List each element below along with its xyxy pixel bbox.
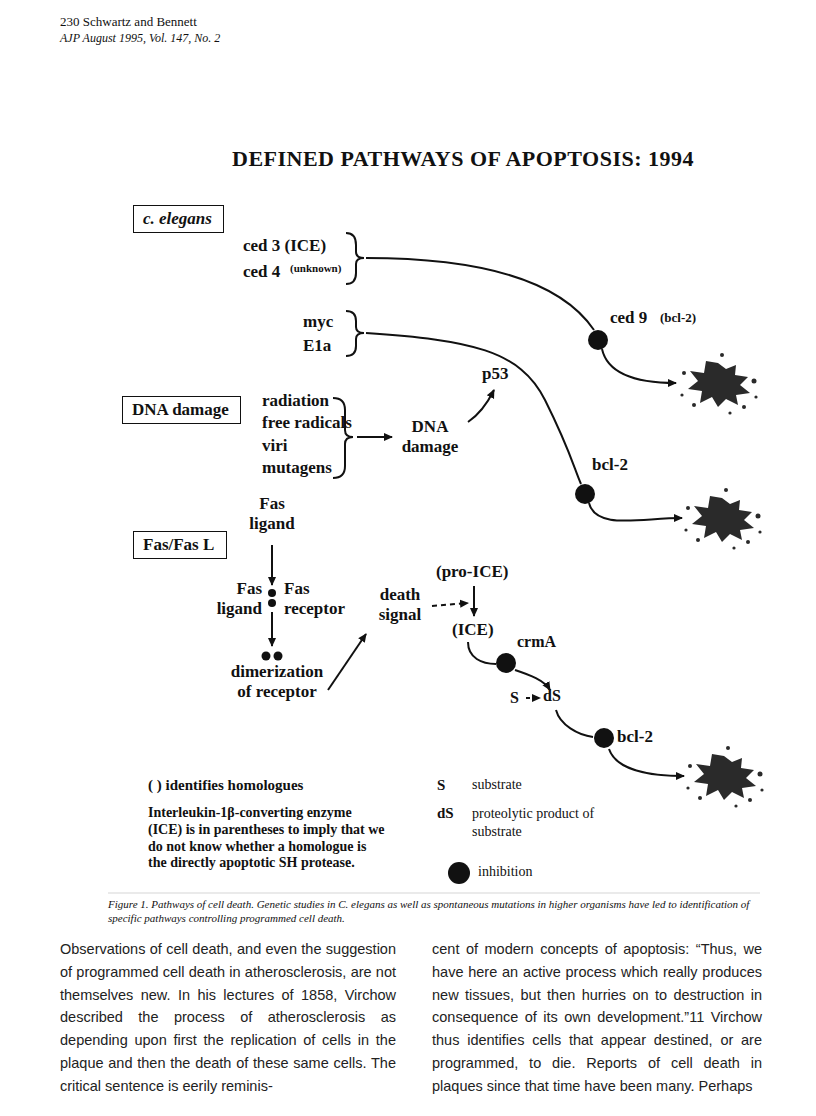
cause-label: viri	[262, 436, 288, 456]
legend-note: Interleukin-1β-converting enzyme (ICE) i…	[148, 805, 388, 872]
legend-key: dS	[437, 804, 454, 822]
inhibition-dot	[448, 862, 470, 884]
gene-label: ced 3 (ICE)	[243, 236, 326, 256]
gene-label: E1a	[303, 336, 331, 356]
legend-text: proteolytic product of substrate	[472, 805, 622, 840]
header-box: DNA damage	[122, 396, 241, 424]
gene-label: bcl-2	[592, 455, 628, 475]
body-text: cent of modern concepts of apoptosis: “T…	[432, 938, 762, 1097]
legend-text: substrate	[472, 776, 522, 794]
legend-note: ( ) identifies homologues	[148, 776, 303, 794]
cause-label: free radicals	[262, 413, 352, 433]
ligand-label: Fas ligand	[237, 494, 307, 533]
gene-label: ced 9	[610, 308, 647, 328]
product-label: dS	[543, 686, 561, 705]
event-label: death signal	[368, 585, 432, 624]
cause-label: mutagens	[262, 458, 332, 478]
body-text: Observations of cell death, and even the…	[60, 938, 396, 1097]
box-text: c. elegans	[143, 209, 212, 228]
substrate-label: S	[510, 688, 519, 707]
event-label: dimerization of receptor	[222, 662, 332, 701]
cause-label: radiation	[262, 391, 329, 411]
page-header: 230 Schwartz and Bennett	[60, 14, 197, 30]
homologue-note: (bcl-2)	[660, 310, 696, 326]
box-text: DNA damage	[132, 400, 229, 419]
journal-line: AJP August 1995, Vol. 147, No. 2	[60, 31, 220, 45]
event-label: DNA damage	[396, 417, 464, 456]
figure-title: DEFINED PATHWAYS OF APOPTOSIS: 1994	[232, 146, 694, 171]
receptor-label: Fas receptor	[284, 579, 356, 618]
legend-key: S	[437, 776, 445, 794]
header-box: Fas/Fas L	[133, 531, 227, 559]
enzyme-label: (pro-ICE)	[436, 562, 508, 582]
gene-label: ced 4	[243, 262, 280, 282]
legend-text: inhibition	[478, 864, 532, 880]
enzyme-label: (ICE)	[452, 620, 494, 640]
header-box: c. elegans	[133, 205, 224, 233]
ligand-label: Fas ligand	[200, 579, 262, 618]
gene-label: p53	[482, 364, 508, 384]
inhibitor-label: crmA	[517, 632, 556, 651]
figure-caption: Figure 1. Pathways of cell death. Geneti…	[108, 897, 758, 926]
gene-label: bcl-2	[617, 727, 653, 747]
homologue-note: (unknown)	[290, 262, 341, 275]
gene-label: myc	[303, 312, 333, 332]
box-text: Fas/Fas L	[143, 535, 214, 554]
